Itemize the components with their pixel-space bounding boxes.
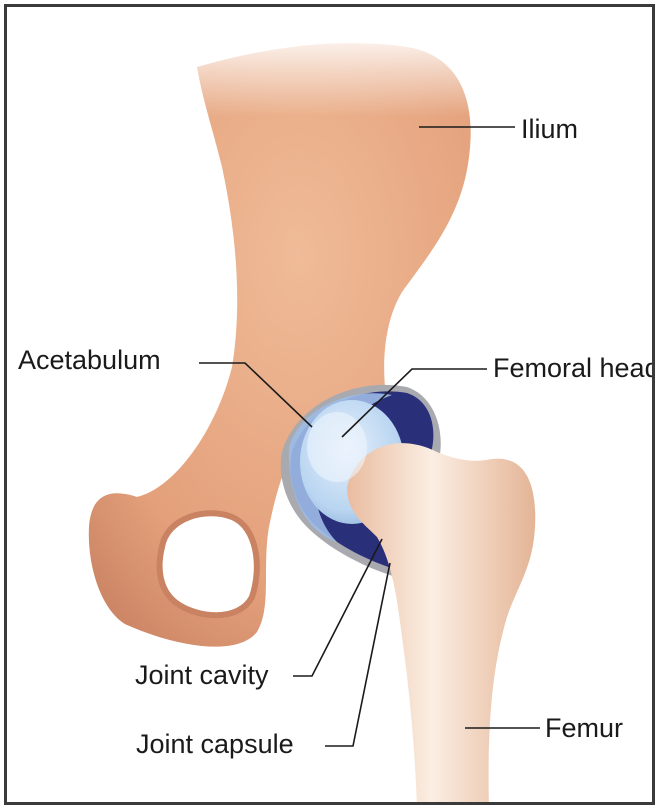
label-femur: Femur — [545, 715, 623, 742]
label-femoral-head: Femoral head — [493, 355, 655, 382]
label-joint-capsule: Joint capsule — [136, 731, 294, 758]
femur-bone — [347, 443, 535, 805]
joint-capsule-leader — [325, 563, 390, 746]
diagram-frame: Ilium Acetabulum Femoral head Joint cavi… — [4, 4, 655, 805]
label-joint-cavity: Joint cavity — [135, 662, 269, 689]
ilium-fade — [177, 27, 497, 117]
label-acetabulum: Acetabulum — [18, 347, 161, 374]
label-ilium: Ilium — [521, 116, 578, 143]
